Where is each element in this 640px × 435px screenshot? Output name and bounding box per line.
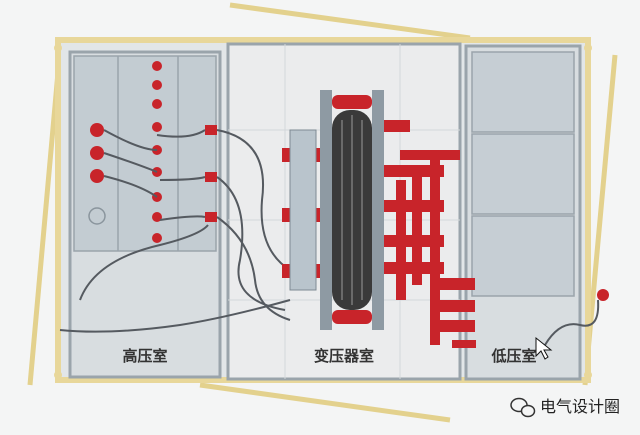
low-voltage-room-label: 低压室	[490, 347, 536, 365]
lv-panel-3	[471, 215, 575, 297]
low-voltage-room	[464, 44, 582, 381]
wechat-icon	[510, 397, 536, 418]
watermark: 电气设计圈	[510, 397, 620, 418]
transformer	[282, 90, 384, 330]
frame-pole-top	[229, 2, 471, 41]
high-voltage-room-label: 高压室	[122, 347, 167, 365]
transformer-frame-left	[289, 129, 317, 291]
hv-insulators	[90, 61, 217, 243]
lv-busbars	[384, 120, 476, 348]
lv-panel-1	[471, 51, 575, 133]
frame-brackets	[54, 44, 592, 379]
transformer-clamp-right	[372, 90, 384, 330]
hv-cables	[59, 129, 291, 333]
transformer-room-label: 变压器室	[314, 347, 374, 365]
transformer-clamp-left	[320, 90, 332, 330]
lv-panel-2	[471, 133, 575, 215]
lv-cable	[544, 299, 600, 346]
watermark-text: 电气设计圈	[540, 397, 620, 416]
frame-pole-bottom	[199, 382, 451, 423]
lv-outgoing-terminal	[597, 289, 609, 301]
mouse-cursor-icon	[535, 336, 553, 360]
cabinet-inspection-port	[88, 207, 106, 225]
